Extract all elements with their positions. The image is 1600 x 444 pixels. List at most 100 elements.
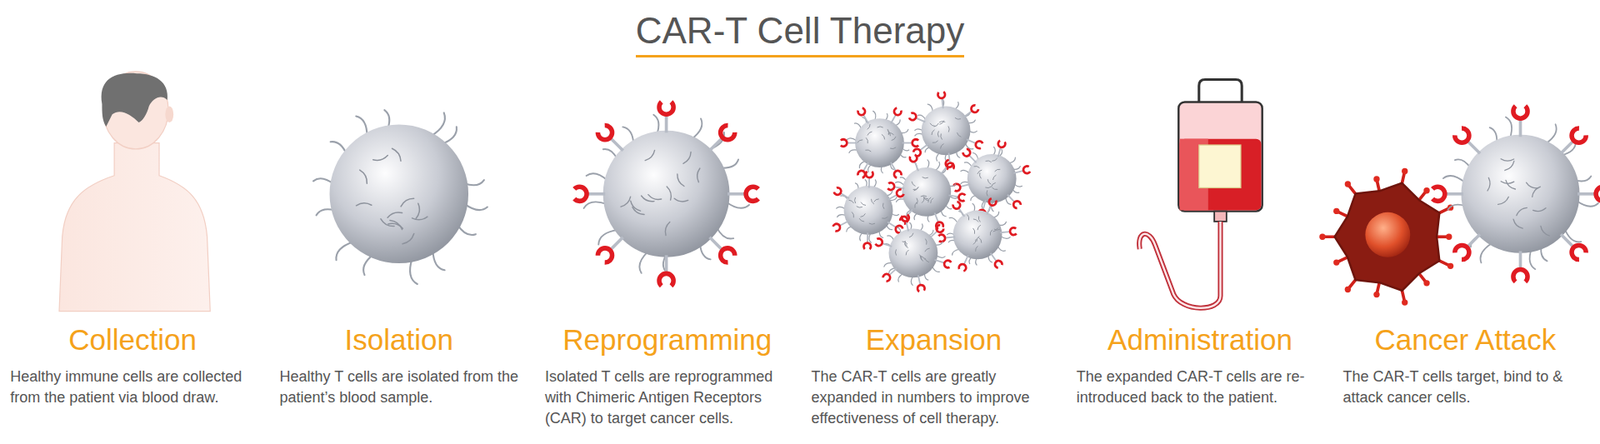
receptor-stem xyxy=(986,205,991,215)
microvillus xyxy=(884,263,893,268)
car-receptor xyxy=(959,264,967,271)
surface-fold xyxy=(648,195,662,200)
surface-fold xyxy=(390,220,403,230)
surface-fold xyxy=(882,203,884,209)
surface-fold xyxy=(920,255,925,260)
microvillus xyxy=(1575,200,1598,207)
surface-fold xyxy=(916,198,918,204)
surface-fold xyxy=(940,134,943,140)
receptor-stem xyxy=(1000,231,1010,233)
surface-fold xyxy=(870,199,874,205)
microvillus xyxy=(335,241,354,260)
car-receptor xyxy=(875,238,883,246)
surface-fold xyxy=(1526,182,1539,189)
microvillus xyxy=(1443,175,1465,183)
microvillus xyxy=(836,206,845,209)
surface-fold xyxy=(940,144,945,149)
surface-fold xyxy=(867,124,870,130)
surface-fold xyxy=(985,186,991,188)
receptor-stem xyxy=(846,142,857,145)
surface-fold xyxy=(1540,225,1550,236)
microvillus xyxy=(584,201,608,208)
car-receptor xyxy=(659,101,674,115)
cell-body xyxy=(967,154,1017,204)
microvillus xyxy=(639,251,649,274)
step-description: The expanded CAR-T cells are re-introduc… xyxy=(1076,366,1327,409)
microvillus xyxy=(869,233,871,243)
surface-fold xyxy=(921,198,925,204)
car-receptor xyxy=(833,224,840,232)
surface-fold xyxy=(986,190,988,196)
surface-fold xyxy=(641,195,655,202)
surface-fold xyxy=(356,203,372,206)
surface-fold xyxy=(977,225,981,230)
receptor-stem xyxy=(935,260,945,264)
cell-body xyxy=(889,228,939,278)
car-receptor xyxy=(989,198,997,205)
surface-fold xyxy=(677,174,685,187)
surface-fold xyxy=(992,187,998,190)
surface-fold xyxy=(697,168,700,183)
microvillus xyxy=(410,258,418,285)
surface-fold xyxy=(932,140,938,143)
microvillus xyxy=(900,129,909,133)
car-receptor xyxy=(937,91,945,99)
microvillus xyxy=(895,181,905,185)
surface-fold xyxy=(856,206,862,208)
car-receptor xyxy=(917,285,925,292)
antigen-tip xyxy=(1423,280,1430,286)
receptor-stem xyxy=(665,255,669,274)
car-receptor xyxy=(959,194,966,202)
surface-fold xyxy=(1505,160,1515,170)
surface-fold xyxy=(979,173,981,179)
microvillus xyxy=(965,162,973,167)
car-t-cell-small xyxy=(875,215,952,292)
cell-body xyxy=(953,210,1003,260)
surface-fold xyxy=(865,138,868,144)
cell-body xyxy=(603,130,730,258)
car-receptor xyxy=(745,186,759,201)
surface-fold xyxy=(922,177,928,179)
receptor-stem xyxy=(930,230,938,238)
receptor-stem xyxy=(915,161,919,171)
microvillus xyxy=(993,146,995,155)
receptor-stem xyxy=(905,221,909,232)
surface-fold xyxy=(380,219,395,227)
surface-fold xyxy=(851,212,854,218)
surface-fold xyxy=(865,150,871,152)
surface-fold xyxy=(978,216,980,222)
car-receptor xyxy=(887,182,895,190)
surface-fold xyxy=(990,230,992,235)
microvillus xyxy=(941,98,945,108)
antigen-tip xyxy=(1401,299,1408,305)
receptor-stem xyxy=(889,268,897,275)
step-heading: Reprogramming xyxy=(562,323,772,357)
surface-fold xyxy=(925,248,930,252)
car-receptor xyxy=(945,160,954,168)
surface-fold xyxy=(867,131,872,135)
car-receptor xyxy=(574,186,587,201)
receptor-stem xyxy=(890,115,896,125)
surface-fold xyxy=(987,180,991,185)
receptor-stem xyxy=(1577,192,1596,196)
receptor-stem xyxy=(586,192,605,196)
antigen-tip xyxy=(1333,259,1340,265)
surface-fold xyxy=(955,118,960,120)
receptor-stem xyxy=(610,137,624,151)
receptor-stem xyxy=(966,139,976,144)
car-receptor xyxy=(659,273,674,286)
surface-fold xyxy=(630,200,641,211)
surface-fold xyxy=(373,155,389,161)
car-receptor xyxy=(597,125,612,140)
surface-fold xyxy=(891,136,896,140)
surface-fold xyxy=(674,198,689,202)
car-receptor xyxy=(834,187,841,195)
surface-fold xyxy=(620,196,631,207)
surface-fold xyxy=(854,197,855,203)
receptor-stem xyxy=(1466,140,1480,155)
surface-fold xyxy=(976,236,980,242)
receptor-stem xyxy=(990,253,997,262)
surface-fold xyxy=(985,160,991,163)
step-description: The CAR-T cells target, bind to & attack… xyxy=(1342,366,1593,409)
car-t-cell-small xyxy=(938,198,1016,271)
